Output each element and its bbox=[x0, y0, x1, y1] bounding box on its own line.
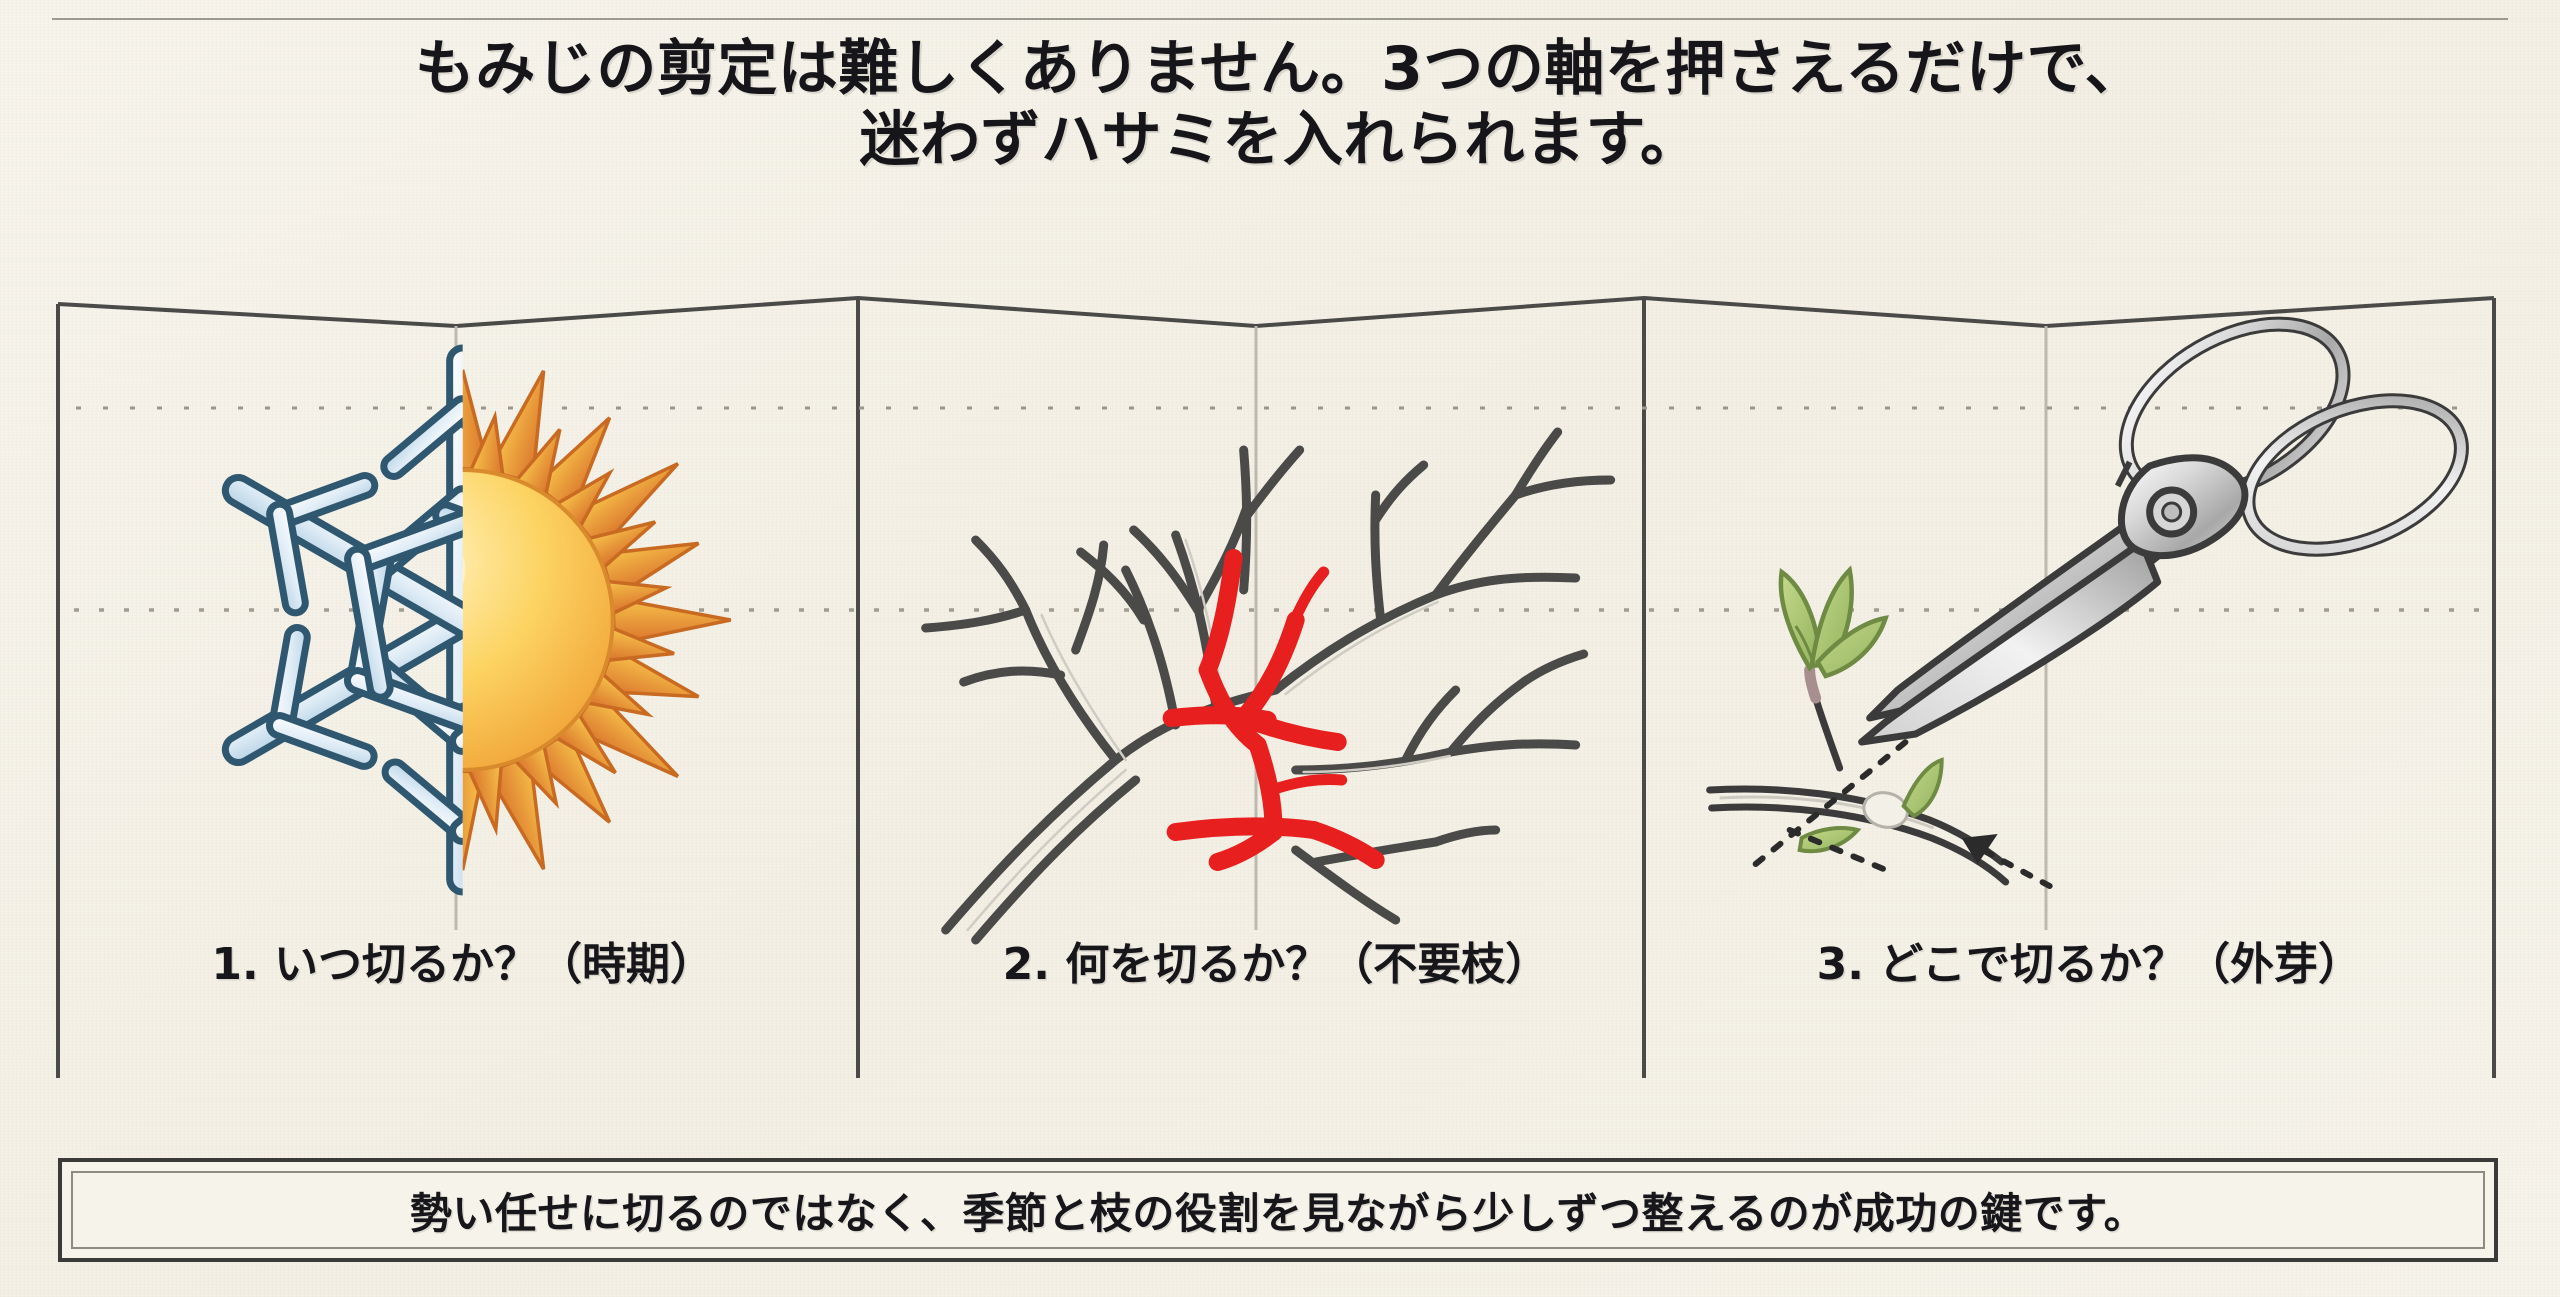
panel-what-to-cut[interactable]: 2. 何を切るか？（不要枝） bbox=[869, 290, 1682, 1080]
snowflake-icon bbox=[221, 344, 463, 896]
snowflake-sun-split-icon bbox=[56, 290, 869, 950]
panel-where-to-cut[interactable]: 3. どこで切るか？（外芽） bbox=[1683, 290, 2496, 1080]
page-title-line-1: もみじの剪定は難しくありません。3つの軸を押さえるだけで、 bbox=[414, 34, 2146, 104]
panel-row: 1. いつ切るか？（時期） bbox=[56, 290, 2496, 1080]
cut-line-dotted bbox=[1752, 739, 1909, 867]
page-title-line-2: 迷わずハサミを入れられます。 bbox=[859, 104, 1701, 175]
panel-timing[interactable]: 1. いつ切るか？（時期） bbox=[56, 290, 869, 1080]
footer-callout-box: 勢い任せに切るのではなく、季節と枝の役割を見ながら少しずつ整えるのが成功の鍵です… bbox=[58, 1158, 2498, 1262]
folded-brochure: 1. いつ切るか？（時期） bbox=[56, 290, 2496, 1080]
panel-caption-what-to-cut: 2. 何を切るか？（不要枝） bbox=[1002, 939, 1550, 990]
scissors-icon bbox=[1857, 316, 2469, 746]
footer-text: 勢い任せに切るのではなく、季節と枝の役割を見ながら少しずつ整えるのが成功の鍵です… bbox=[409, 1188, 2147, 1238]
panel-caption-where-to-cut: 3. どこで切るか？（外芽） bbox=[1816, 939, 2362, 990]
pruning-shears-bud-icon bbox=[1683, 290, 2496, 950]
outward-bud-icon bbox=[1778, 565, 1889, 679]
bare-branch-tree-icon bbox=[869, 290, 1682, 950]
top-divider-rule bbox=[52, 18, 2508, 20]
footer-callout-inner-border: 勢い任せに切るのではなく、季節と枝の役割を見ながら少しずつ整えるのが成功の鍵です… bbox=[71, 1171, 2485, 1249]
panel-caption-timing: 1. いつ切るか？（時期） bbox=[211, 939, 714, 990]
unwanted-branch-highlight bbox=[1162, 549, 1385, 871]
sun-icon bbox=[462, 369, 732, 871]
branch-with-buds bbox=[1705, 565, 2053, 889]
page-title: もみじの剪定は難しくありません。3つの軸を押さえるだけで、 迷わずハサミを入れら… bbox=[0, 34, 2560, 176]
brochure-fold-outline bbox=[56, 295, 2496, 1078]
direction-arrow-icon bbox=[1961, 834, 2053, 889]
